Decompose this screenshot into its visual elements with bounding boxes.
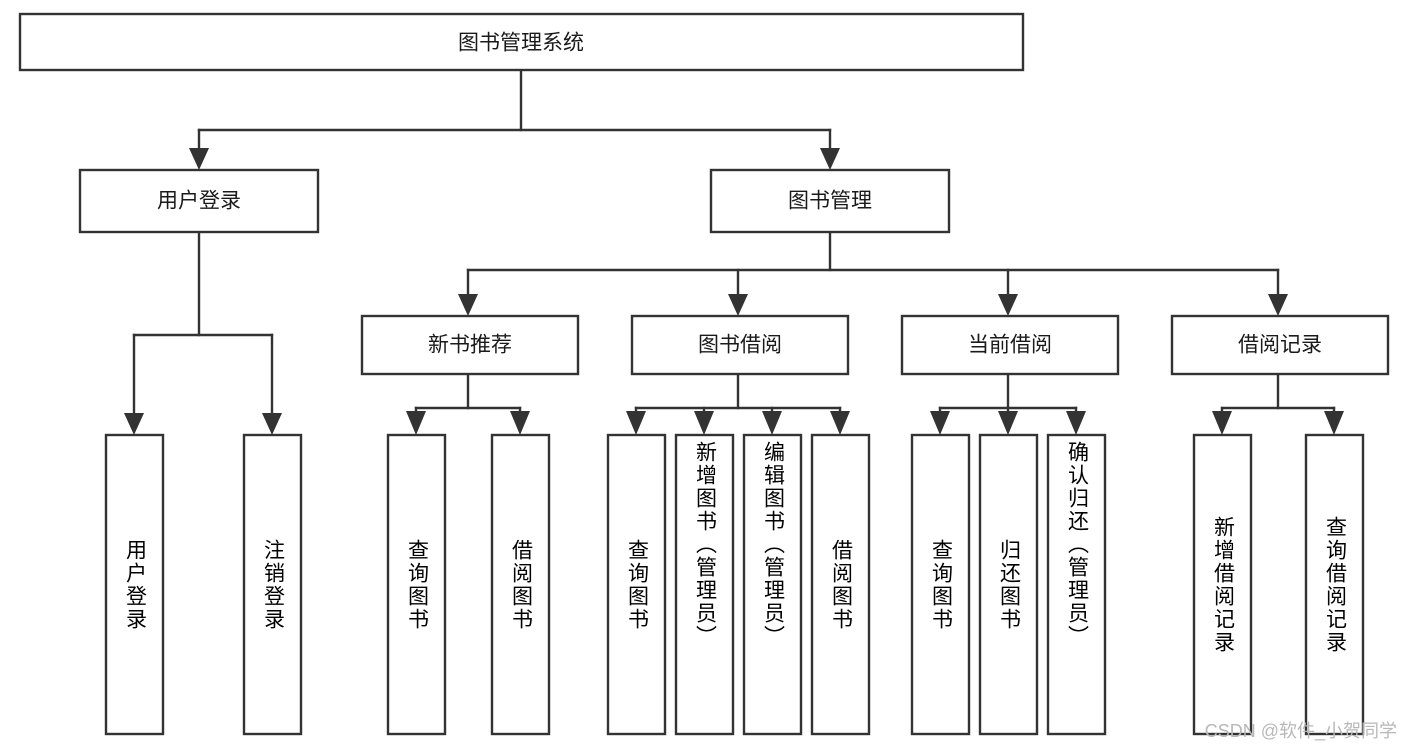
arrowhead-borrow-record: [1268, 294, 1288, 316]
arrowhead-br-query-record: [1324, 411, 1344, 435]
arrowhead-bb-edit-book: [762, 411, 782, 435]
node-user-login[interactable]: 用户登录: [78, 168, 320, 234]
leaf-rec-borrow-book[interactable]: [490, 433, 551, 736]
node-root[interactable]: 图书管理系统: [18, 12, 1025, 72]
arrowhead-bb-add-book: [694, 411, 714, 435]
node-borrow-record-box[interactable]: [1170, 314, 1390, 376]
node-root-label: 图书管理系统: [458, 32, 584, 55]
arrowhead-leaf-user-logout: [262, 413, 282, 435]
leaf-bb-edit-book[interactable]: [742, 433, 803, 736]
leaf-bb-query-book-box[interactable]: [606, 433, 667, 736]
node-user-login-box[interactable]: [78, 168, 320, 234]
leaf-bb-query-book[interactable]: [606, 433, 667, 736]
arrowhead-cb-query-book: [930, 411, 950, 435]
node-borrow-record-label: 借阅记录: [1238, 334, 1322, 357]
leaf-br-add-record[interactable]: [1192, 433, 1253, 736]
leaf-cb-confirm-return-box[interactable]: [1046, 433, 1107, 736]
leaf-cb-confirm-return[interactable]: [1046, 433, 1107, 736]
arrowhead-bb-borrow-book: [830, 411, 850, 435]
node-current-borrow[interactable]: 当前借阅: [900, 314, 1120, 376]
connector-group-currentborrow-children: [930, 372, 1086, 435]
leaf-user-login[interactable]: [104, 433, 165, 736]
node-root-box[interactable]: [18, 12, 1025, 72]
node-current-borrow-box[interactable]: [900, 314, 1120, 376]
arrowhead-rec-query-book: [406, 411, 426, 435]
leaf-bb-borrow-book[interactable]: [810, 433, 871, 736]
connector-group-userlogin-children: [124, 230, 282, 435]
csdn-watermark: CSDN @软件_小贺同学: [1204, 721, 1397, 741]
leaf-br-query-record-box[interactable]: [1304, 433, 1365, 736]
leaf-cb-query-book-box[interactable]: [910, 433, 971, 736]
leaf-cb-return-book[interactable]: [978, 433, 1039, 736]
node-book-mgmt[interactable]: 图书管理: [709, 168, 951, 234]
leaf-rec-query-book-box[interactable]: [386, 433, 447, 736]
arrowhead-rec-borrow-book: [510, 411, 530, 435]
arrowhead-leaf-user-login: [124, 413, 144, 435]
node-current-borrow-label: 当前借阅: [968, 334, 1052, 357]
leaf-br-query-record[interactable]: [1304, 433, 1365, 736]
connector-group-newbookrec-children: [406, 372, 530, 435]
arrowhead-book-mgmt: [820, 148, 840, 170]
leaf-rec-query-book[interactable]: [386, 433, 447, 736]
node-book-borrow[interactable]: 图书借阅: [630, 314, 850, 376]
connector-group-bookborrow-children: [626, 372, 850, 435]
arrowhead-book-borrow: [728, 294, 748, 316]
leaf-cb-query-book[interactable]: [910, 433, 971, 736]
leaf-user-logout[interactable]: [242, 433, 303, 736]
leaf-br-add-record-box[interactable]: [1192, 433, 1253, 736]
node-book-mgmt-box[interactable]: [709, 168, 951, 234]
leaf-bb-borrow-book-box[interactable]: [810, 433, 871, 736]
node-book-borrow-label: 图书借阅: [698, 334, 782, 357]
arrowhead-cb-confirm-return: [1066, 411, 1086, 435]
arrowhead-br-add-record: [1212, 411, 1232, 435]
node-borrow-record[interactable]: 借阅记录: [1170, 314, 1390, 376]
node-new-book-rec[interactable]: 新书推荐: [360, 314, 580, 376]
arrowhead-current-borrow: [998, 294, 1018, 316]
connector-group-root-to-level1: [189, 68, 840, 170]
connector-group-borrowrecord-children: [1212, 372, 1344, 435]
node-book-borrow-box[interactable]: [630, 314, 850, 376]
node-new-book-rec-label: 新书推荐: [428, 334, 512, 357]
leaf-user-login-box[interactable]: [104, 433, 165, 736]
arrowhead-cb-return-book: [998, 411, 1018, 435]
arrowhead-new-book-rec: [458, 294, 478, 316]
leaf-rec-borrow-book-box[interactable]: [490, 433, 551, 736]
node-book-mgmt-label: 图书管理: [788, 190, 872, 213]
leaf-bb-add-book-box[interactable]: [674, 433, 735, 736]
leaf-user-logout-box[interactable]: [242, 433, 303, 736]
arrowhead-user-login: [189, 148, 209, 170]
leaf-bb-add-book[interactable]: [674, 433, 735, 736]
leaf-cb-return-book-box[interactable]: [978, 433, 1039, 736]
connector-group-bookmgmt-children: [458, 230, 1288, 316]
node-user-login-label: 用户登录: [157, 190, 241, 213]
leaf-bb-edit-book-box[interactable]: [742, 433, 803, 736]
node-new-book-rec-box[interactable]: [360, 314, 580, 376]
arrowhead-bb-query-book: [626, 411, 646, 435]
